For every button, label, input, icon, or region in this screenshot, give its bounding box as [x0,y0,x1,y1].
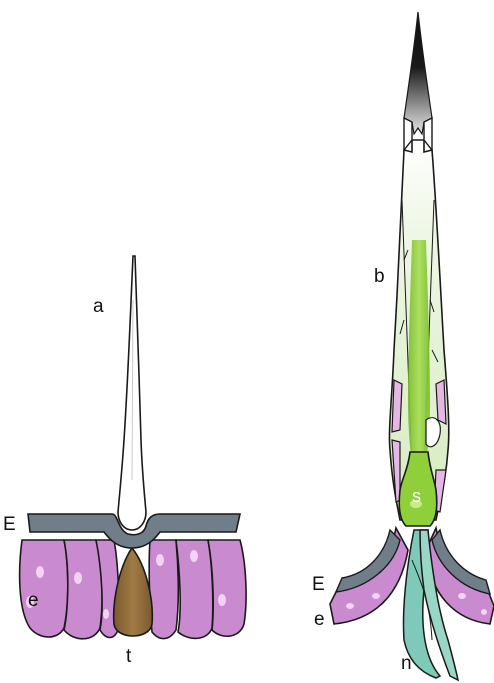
label-e-right: e [314,609,325,630]
label-b: b [374,266,385,287]
left-figure [20,256,246,639]
trigger-cell [114,548,153,636]
label-t: t [126,646,132,667]
label-a: a [93,296,104,317]
right-figure [330,12,494,680]
label-E-left: E [3,514,16,535]
label-E-right: E [312,574,325,595]
label-e-left: e [28,590,39,611]
label-s: s [412,486,421,506]
label-n: n [401,653,412,674]
hair-tip [404,12,432,134]
